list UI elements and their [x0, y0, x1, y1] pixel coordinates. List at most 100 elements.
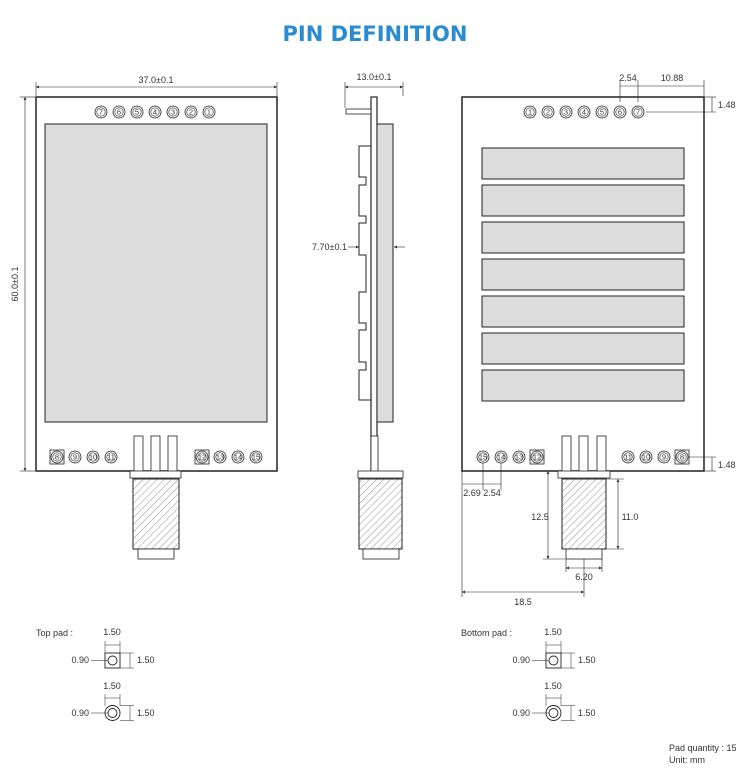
- back-bottom-dimension: 1.48: [718, 460, 736, 470]
- pin-pad: 9: [68, 450, 82, 464]
- pin-number: 3: [564, 108, 568, 117]
- top-pad-square: [91, 641, 134, 669]
- pin-number: 11: [624, 453, 632, 462]
- top-pad-inner: 0.90: [71, 655, 89, 665]
- pin-number: 1: [528, 108, 532, 117]
- side-connector-tip: [362, 548, 400, 560]
- bottom-pad-width: 1.50: [544, 627, 562, 637]
- pin-pad: 10: [86, 450, 100, 464]
- front-connector-pin: [133, 435, 144, 474]
- pin-pad: 4: [577, 105, 591, 119]
- top-pad-round-inner: 0.90: [71, 708, 89, 718]
- top-pad-width: 1.50: [103, 627, 121, 637]
- side-top-pin: [345, 108, 372, 115]
- side-connector-base: [357, 470, 404, 479]
- pin-pad: 4: [148, 105, 162, 119]
- back-pitch-dimension: 2.54: [619, 73, 637, 83]
- back-connector-base: [557, 470, 611, 479]
- pin-pad: 14: [231, 450, 245, 464]
- pin-pad: 8: [674, 449, 690, 465]
- pin-number: 3: [171, 108, 175, 117]
- pin-pad: 6: [613, 105, 627, 119]
- front-width-dimension: 37.0±0.1: [139, 75, 174, 85]
- pin-number: 8: [55, 453, 59, 462]
- side-view: [344, 82, 405, 560]
- pin-number: 15: [252, 453, 260, 462]
- pin-number: 5: [600, 108, 604, 117]
- back-connector-tip: [565, 548, 603, 560]
- pin-number: 13: [515, 453, 523, 462]
- pin-pad: 3: [166, 105, 180, 119]
- back-shield-segment: [481, 332, 685, 365]
- back-shield-segment: [481, 184, 685, 217]
- pin-number: 9: [73, 453, 77, 462]
- pin-number: 9: [662, 453, 666, 462]
- bottom-pad-round: [532, 694, 575, 721]
- back-shield-segment: [481, 369, 685, 402]
- pin-pad: 2: [541, 105, 555, 119]
- back-connector-pin: [578, 435, 589, 474]
- back-shield-segment: [481, 258, 685, 291]
- pin-pad: 8: [49, 449, 65, 465]
- pin-pad: 13: [512, 450, 526, 464]
- front-connector-tip: [137, 548, 175, 560]
- pin-pad: 9: [657, 450, 671, 464]
- side-shield-profile: [358, 145, 371, 401]
- connector-position-dimension: 18.5: [514, 597, 532, 607]
- pin-pad: 6: [112, 105, 126, 119]
- pin-number: 10: [89, 453, 97, 462]
- pin-number: 7: [636, 108, 640, 117]
- back-left-dimension-2: 2.54: [483, 488, 501, 498]
- pin-pad: 14: [494, 450, 508, 464]
- bottom-pad-round-height: 1.50: [578, 708, 596, 718]
- side-display-layer: [376, 123, 394, 423]
- connector-height-dimension-1: 12.5: [531, 512, 549, 522]
- bottom-pad-inner: 0.90: [512, 655, 530, 665]
- connector-height-dimension-2: 11.0: [622, 512, 639, 522]
- back-shield-segment: [481, 147, 685, 180]
- pin-number: 12: [533, 453, 541, 462]
- back-top-pins: 1 2 3 4 5 6 7: [523, 105, 645, 119]
- back-connector-pin: [561, 435, 572, 474]
- bottom-pad-label: Bottom pad :: [461, 628, 512, 638]
- pin-pad: 1: [202, 105, 216, 119]
- back-left-dimension-1: 2.69: [463, 488, 481, 498]
- pin-number: 6: [618, 108, 622, 117]
- top-pad-round-height: 1.50: [137, 708, 155, 718]
- bottom-pad-round-inner: 0.90: [512, 708, 530, 718]
- pin-number: 12: [198, 453, 206, 462]
- pin-pad: 1: [523, 105, 537, 119]
- front-connector-pin: [167, 435, 178, 474]
- pin-number: 14: [497, 453, 505, 462]
- pad-quantity-note: Pad quantity : 15: [669, 743, 737, 753]
- bottom-pad-round-width: 1.50: [544, 681, 562, 691]
- back-view: [461, 80, 716, 597]
- pin-number: 7: [99, 108, 103, 117]
- top-pad-label: Top pad :: [36, 628, 73, 638]
- side-connector-body: [358, 478, 403, 550]
- pin-pad: 5: [130, 105, 144, 119]
- front-bottom-pins: 8 9 10 11 12 13 14 15: [49, 449, 263, 465]
- front-height-dimension: 60.0±0.1: [10, 267, 20, 302]
- top-pad-round-width: 1.50: [103, 681, 121, 691]
- pin-pad: 10: [639, 450, 653, 464]
- side-offset-dimension: 7.70±0.1: [312, 242, 347, 252]
- page-title: PIN DEFINITION: [282, 22, 468, 46]
- unit-note: Unit: mm: [669, 755, 705, 765]
- side-pcb: [370, 96, 378, 472]
- back-offset-dimension: 10.88: [661, 73, 684, 83]
- back-connector-body: [561, 478, 607, 550]
- pin-number: 10: [642, 453, 650, 462]
- pin-number: 11: [107, 453, 115, 462]
- pin-number: 4: [153, 108, 157, 117]
- front-connector-body: [132, 478, 180, 550]
- pin-number: 2: [546, 108, 550, 117]
- pin-pad: 13: [213, 450, 227, 464]
- back-shield-segment: [481, 295, 685, 328]
- pin-pad: 2: [184, 105, 198, 119]
- pin-pad: 11: [104, 450, 118, 464]
- pin-pad: 3: [559, 105, 573, 119]
- top-pad-round: [91, 694, 134, 721]
- pin-number: 4: [582, 108, 586, 117]
